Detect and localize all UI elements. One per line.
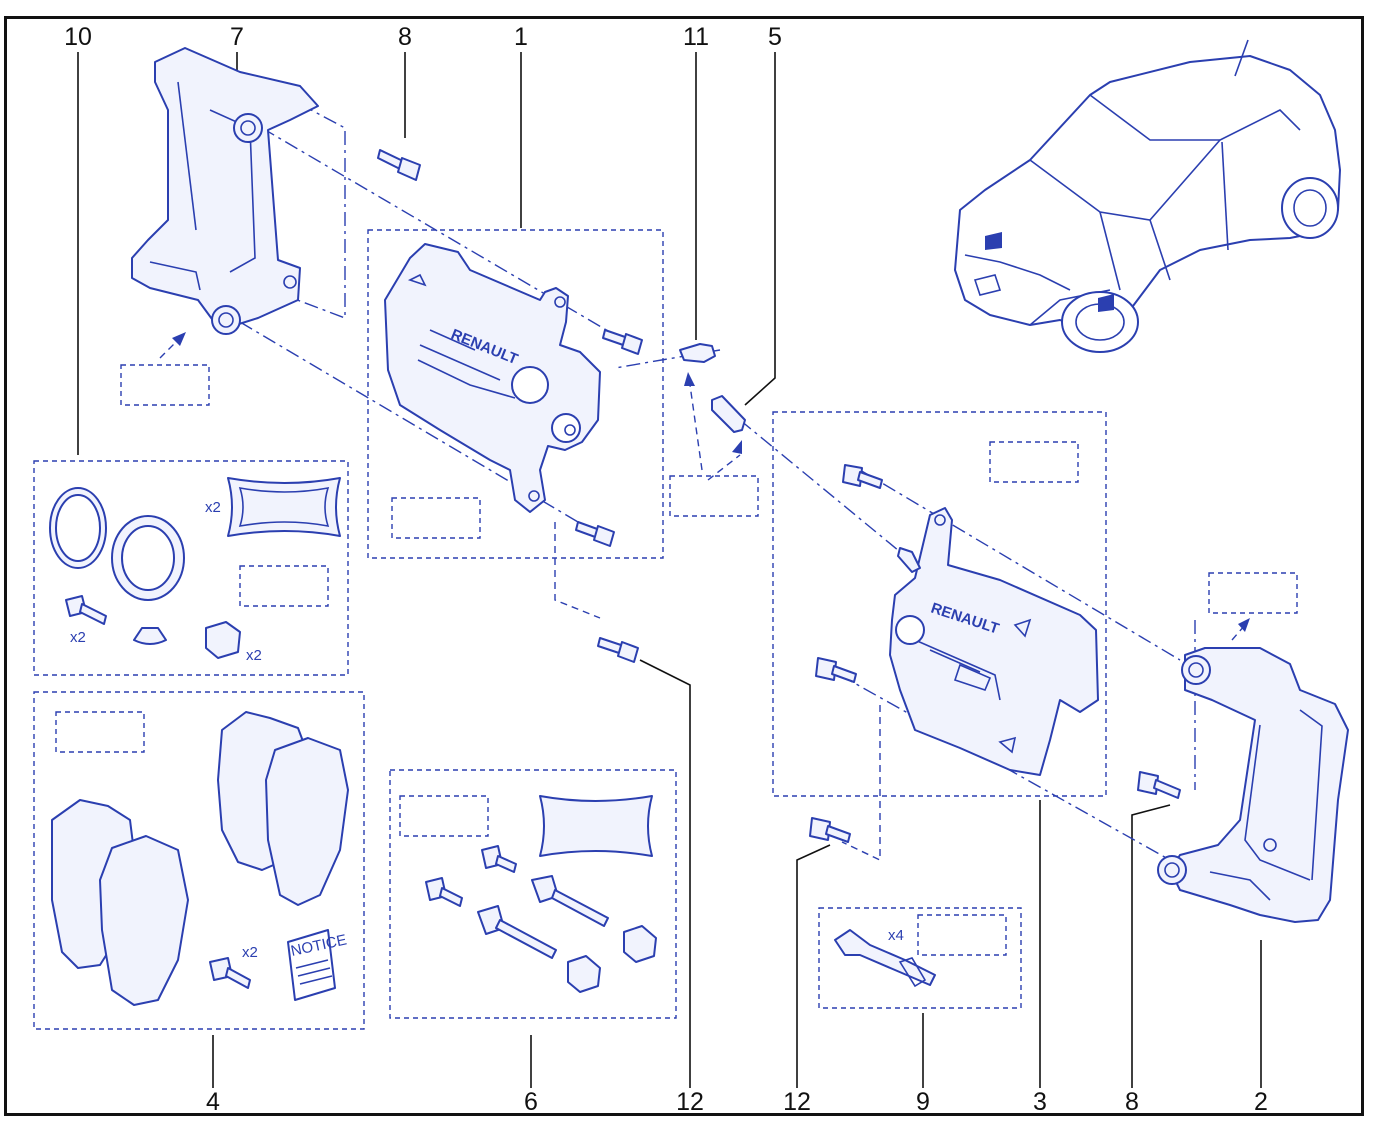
caliper-left-bolts	[575, 329, 643, 663]
guide-pin-kit	[425, 795, 657, 993]
bolt-8-top	[377, 149, 421, 181]
callout-7: 7	[230, 23, 244, 51]
leader-lines	[77, 52, 1262, 1088]
brake-carrier-left	[131, 47, 319, 335]
callout-8-top: 8	[398, 23, 412, 51]
caliper-left: RENAULT	[384, 243, 601, 513]
vehicle-illustration	[954, 39, 1341, 353]
callout-3: 3	[1033, 1088, 1047, 1116]
brake-carrier-right	[1157, 647, 1349, 923]
callout-6: 6	[524, 1088, 538, 1116]
kit-bolt-qty: x2	[70, 629, 86, 646]
bleed-parts	[679, 343, 746, 433]
callout-10: 10	[64, 23, 92, 51]
callout-8-bottom: 8	[1125, 1088, 1139, 1116]
callout-12-left: 12	[676, 1088, 704, 1116]
callout-12-right: 12	[783, 1088, 811, 1116]
seal-pad-qty: x2	[205, 499, 221, 516]
clip-qty: x4	[888, 927, 904, 944]
brake-pads: x2 NOTICE	[51, 711, 349, 1006]
pad-clips: x4	[834, 927, 936, 988]
callout-1: 1	[514, 23, 528, 51]
group-boxes	[33, 229, 1298, 1030]
caliper-right-bolts	[809, 464, 1181, 843]
callout-11: 11	[683, 23, 709, 51]
callout-2: 2	[1254, 1088, 1268, 1116]
guide-arrows	[159, 332, 1250, 641]
seal-kit: x2 x2 x2	[49, 477, 341, 664]
callout-4: 4	[206, 1088, 220, 1116]
pad-bolt-qty: x2	[242, 944, 258, 961]
caliper-right: RENAULT	[889, 507, 1099, 776]
callout-5: 5	[768, 23, 782, 51]
kit-bush-qty: x2	[246, 647, 262, 664]
callout-9: 9	[916, 1088, 930, 1116]
